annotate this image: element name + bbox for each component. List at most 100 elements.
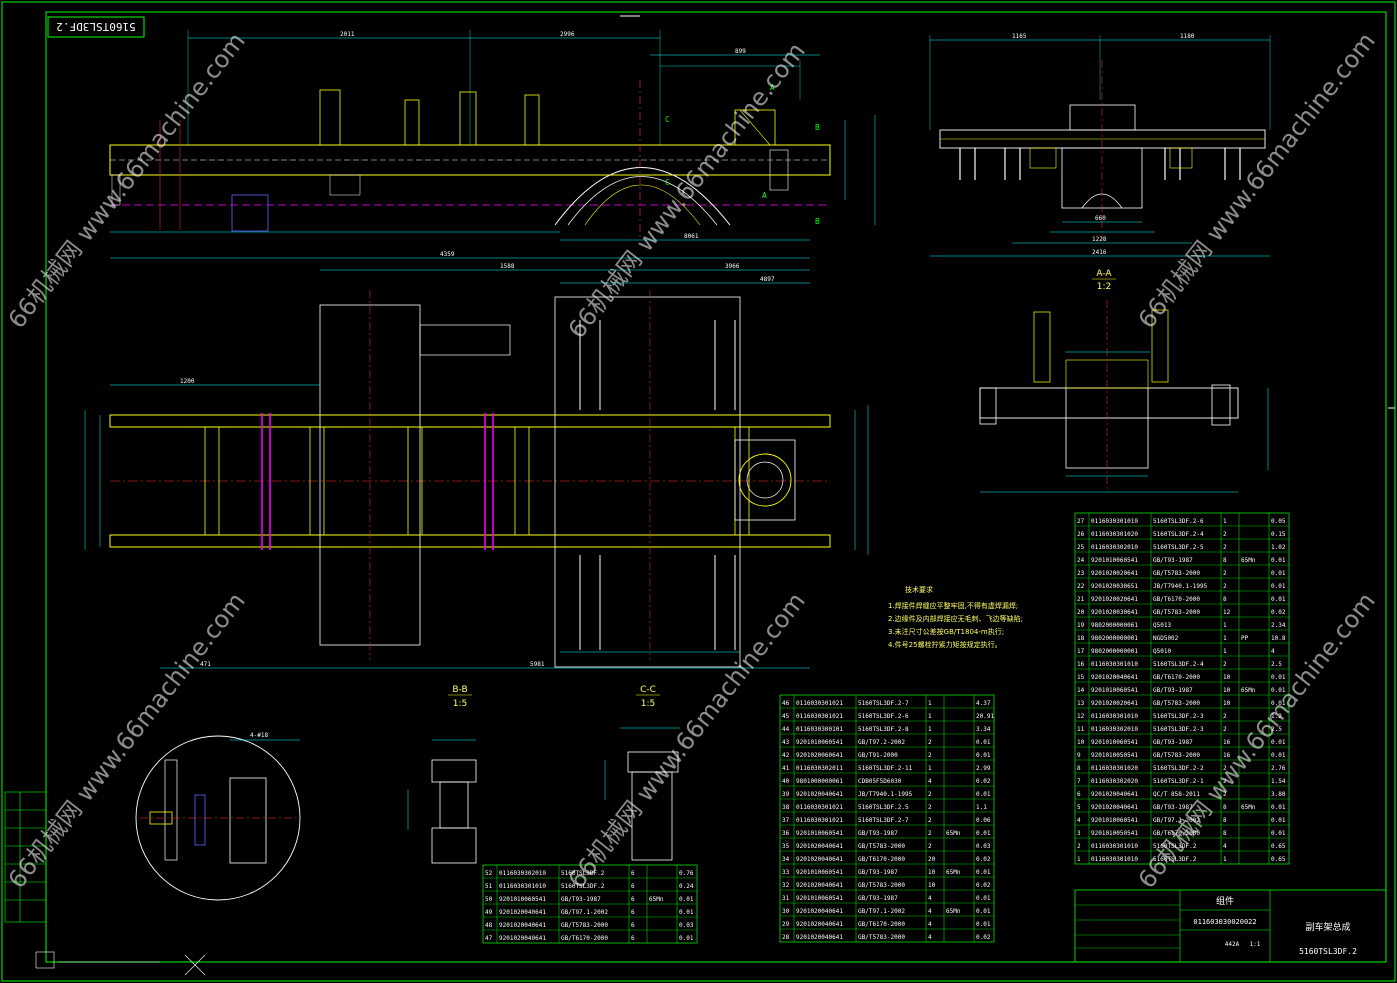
bom-cell-no: 15 <box>1077 674 1085 681</box>
bom-cell-no: 36 <box>782 830 790 837</box>
bom-cell-no: 30 <box>782 908 790 915</box>
title-part-no: 011603030020022 <box>1193 918 1256 926</box>
bom-cell-qty: 2 <box>1223 765 1227 772</box>
bom-cell-qty: 8 <box>1223 817 1227 824</box>
bom-cell-qty: 1 <box>1223 635 1227 642</box>
bom-cell-name: GB/T97.2-2002 <box>858 739 905 746</box>
bom-cell-qty: 2 <box>928 739 932 746</box>
bom-cell-code: 0116030301021 <box>796 700 843 707</box>
bom-cell-name: GB/T93-1987 <box>1153 739 1193 746</box>
bom-cell-code: 0116030301021 <box>796 817 843 824</box>
bom-cell-no: 11 <box>1077 726 1085 733</box>
bom-cell-no: 46 <box>782 700 790 707</box>
bom-cell-qty: 4 <box>1223 843 1227 850</box>
bom-cell-code: 9201010050541 <box>1091 752 1138 759</box>
bom-cell-code: 0116030301010 <box>1091 713 1138 720</box>
bom-cell-name: 5160TSL3DF.2 <box>561 883 605 890</box>
bom-cell-name: 5160TSL3DF.2 <box>1153 843 1197 850</box>
bom-cell-qty: 10 <box>928 882 936 889</box>
bom-cell-name: GB/T97.1-2002 <box>1153 817 1200 824</box>
bom-cell-name: NGD5002 <box>1153 635 1179 642</box>
bom-cell-code: 9201020030641 <box>1091 609 1138 616</box>
bom-cell-w: 0.01 <box>1271 557 1286 564</box>
bom-cell-w: 2.76 <box>1271 765 1286 772</box>
bom-cell-name: 5160TSL3DF.2-3 <box>1153 713 1204 720</box>
bom-cell-code: 9201020040641 <box>796 791 843 798</box>
bom-cell-no: 5 <box>1077 804 1081 811</box>
bom-cell-code: 0116030301020 <box>1091 531 1138 538</box>
bom-cell-no: 20 <box>1077 609 1085 616</box>
bom-cell-qty: 2 <box>1223 544 1227 551</box>
bom-cell-name: CDB05F5D6030 <box>858 778 902 785</box>
bom-cell-code: 9201020040641 <box>1091 791 1138 798</box>
bom-cell-code: 9201020060641 <box>796 752 843 759</box>
bom-cell-name: GB/T5783-2000 <box>561 922 608 929</box>
bom-cell-no: 21 <box>1077 596 1085 603</box>
bom-cell-no: 41 <box>782 765 790 772</box>
section-detail-right <box>979 300 1269 493</box>
bom-cell-qty: 16 <box>1223 752 1231 759</box>
bom-cell-no: 27 <box>1077 518 1085 525</box>
bom-cell-w: 0.01 <box>976 739 991 746</box>
bom-cell-w: 0.01 <box>976 752 991 759</box>
svg-text:A: A <box>770 83 775 92</box>
bom-cell-qty: 1 <box>1223 622 1227 629</box>
bom-cell-qty: 2 <box>928 752 932 759</box>
svg-text:A: A <box>762 191 767 200</box>
bom-cell-w: 0.01 <box>976 908 991 915</box>
bom-cell-qty: 2 <box>1223 531 1227 538</box>
bom-cell-w: 3.34 <box>976 726 991 733</box>
bom-cell-no: 12 <box>1077 713 1085 720</box>
bom-cell-name: 5160TSL3DF.2-1 <box>1153 778 1204 785</box>
bom-cell-w: 10.8 <box>1271 635 1286 642</box>
dim-aa-1228: 1228 <box>1092 236 1107 243</box>
title-scale: 1:1 <box>1250 941 1261 948</box>
bom-cell-no: 13 <box>1077 700 1085 707</box>
bom-cell-w: 0.01 <box>1271 739 1286 746</box>
bom-cell-code: 0116030300101 <box>796 726 843 733</box>
title-block: 组件 011603030020022 副车架总成 5160TSL3DF.2 44… <box>1074 889 1387 963</box>
bom-cell-name: Q5010 <box>1153 648 1171 655</box>
bom-cell-no: 32 <box>782 882 790 889</box>
bom-cell-qty: 8 <box>1223 830 1227 837</box>
watermark-3: 66机械网 www.66machine.com <box>1133 27 1381 333</box>
bom-cell-qty: 6 <box>631 935 635 942</box>
bom-cell-qty: 12 <box>1223 609 1231 616</box>
bom-cell-mat: 65Mn <box>946 830 961 837</box>
bom-cell-code: 0116030302010 <box>1091 726 1138 733</box>
bom-cell-name: GB/T6170-2000 <box>561 935 608 942</box>
bom-cell-mat: PP <box>1241 635 1249 642</box>
bom-cell-name: 5160TSL3DF.2-3 <box>1153 726 1204 733</box>
bom-cell-w: 0.02 <box>976 856 991 863</box>
bom-cell-name: GB/T97.1-2002 <box>561 909 608 916</box>
detail-circle-view: 4-#18 <box>135 732 301 901</box>
bom-cell-w: 2.5 <box>1271 726 1282 733</box>
bom-cell-name: GB/T6170-2000 <box>1153 674 1200 681</box>
bom-cell-no: 24 <box>1077 557 1085 564</box>
bom-cell-qty: 8 <box>1223 804 1227 811</box>
bom-cell-no: 10 <box>1077 739 1085 746</box>
bom-cell-mat: 65Mn <box>946 869 961 876</box>
bom-cell-no: 26 <box>1077 531 1085 538</box>
bom-cell-w: 0.15 <box>1271 531 1286 538</box>
bom-cell-no: 34 <box>782 856 790 863</box>
section-c-c-view: C-C 1:5 <box>604 685 680 861</box>
bom-cell-no: 38 <box>782 804 790 811</box>
bom-cell-w: 0.65 <box>1271 843 1286 850</box>
bom-cell-w: 0.01 <box>976 895 991 902</box>
bom-cell-qty: 6 <box>631 909 635 916</box>
tech-req-line-1: 1.焊接件焊缝应平整牢固,不得有虚焊漏焊; <box>888 601 1018 610</box>
side-elevation-view: 2011 2996 899 4359 8061 A <box>109 30 876 259</box>
bom-cell-no: 45 <box>782 713 790 720</box>
bom-cell-w: 0.01 <box>1271 817 1286 824</box>
bom-cell-w: 0.01 <box>1271 804 1286 811</box>
bom-cell-no: 52 <box>485 870 493 877</box>
bom-cell-name: GB/T91-2000 <box>858 752 898 759</box>
bom-cell-code: 9201020040641 <box>499 935 546 942</box>
bom-cell-w: 20.91 <box>976 713 994 720</box>
bom-cell-mat: 65Mn <box>1241 557 1256 564</box>
dim-plan-3: 4897 <box>760 276 775 283</box>
section-bb-label: B-B <box>452 685 467 695</box>
